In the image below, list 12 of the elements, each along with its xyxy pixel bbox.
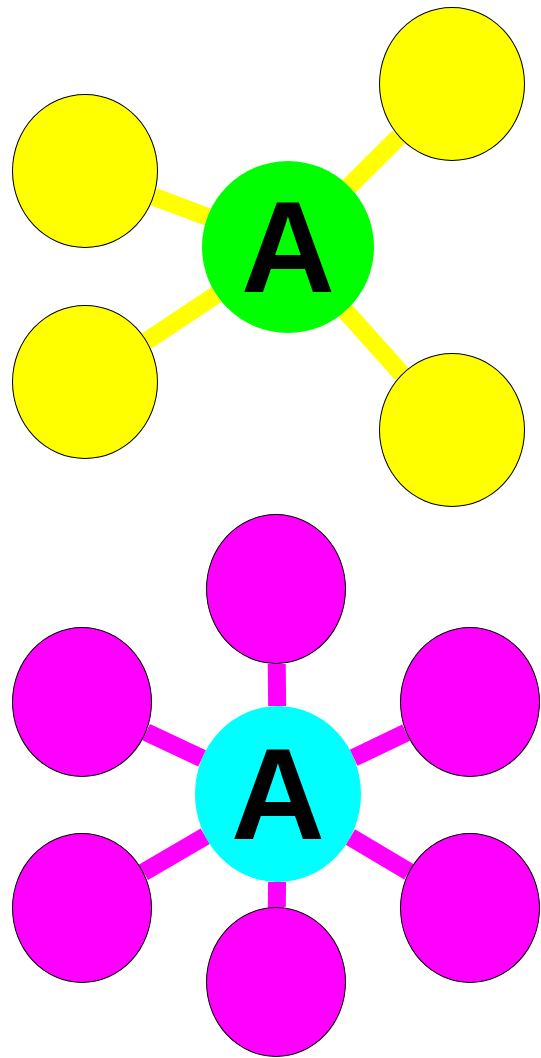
- connector-line: [150, 188, 211, 226]
- connector-line: [349, 724, 410, 766]
- connector-line: [267, 881, 287, 908]
- connector-line: [139, 828, 210, 880]
- node-label: A: [231, 729, 325, 859]
- connector-line: [345, 829, 414, 880]
- connector-line: [141, 287, 222, 349]
- connector-line: [342, 130, 406, 193]
- connector-line: [267, 663, 287, 707]
- connector-line: [338, 305, 409, 381]
- node-label: A: [241, 182, 335, 312]
- connector-line: [142, 723, 206, 767]
